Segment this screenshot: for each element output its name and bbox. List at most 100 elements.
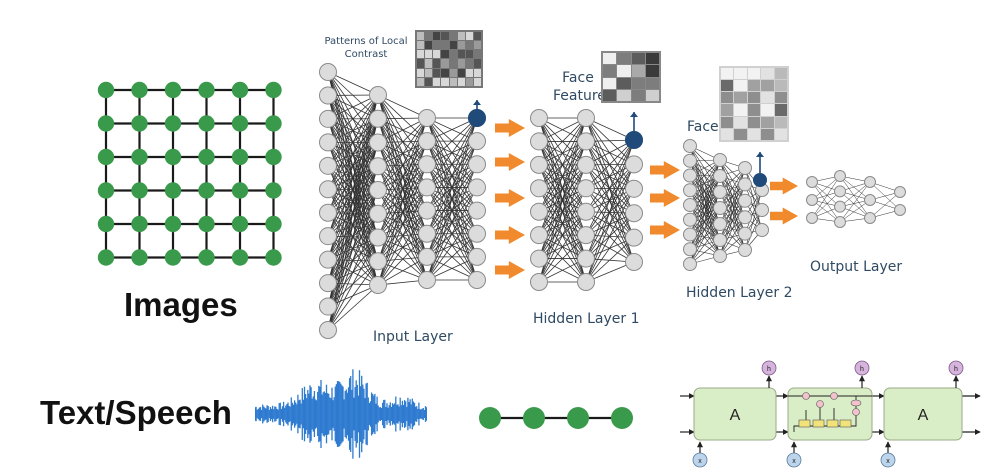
input-layer-label: Input Layer bbox=[373, 329, 453, 345]
pixel-node bbox=[231, 81, 249, 99]
neuron bbox=[319, 156, 337, 175]
neuron bbox=[625, 155, 643, 174]
neuron bbox=[713, 217, 727, 231]
orange-arrow-icon bbox=[495, 261, 525, 279]
neuron bbox=[319, 180, 337, 199]
pixel-node bbox=[164, 215, 182, 233]
pixel-node bbox=[231, 182, 249, 199]
neuron bbox=[713, 249, 727, 263]
text-speech-label: Text/Speech bbox=[40, 394, 232, 431]
neuron bbox=[713, 233, 727, 247]
patterns-thumbnail bbox=[415, 30, 483, 88]
rnn-input-node bbox=[786, 452, 802, 468]
neuron bbox=[530, 132, 548, 151]
neuron bbox=[683, 227, 697, 242]
neuron bbox=[530, 155, 548, 174]
pixel-node bbox=[231, 249, 249, 266]
pixel-node bbox=[97, 182, 115, 199]
orange-arrow-icon bbox=[495, 226, 525, 244]
neuron bbox=[834, 170, 846, 182]
neuron bbox=[683, 242, 697, 257]
pixel-node bbox=[131, 115, 148, 132]
neuron bbox=[806, 176, 818, 188]
neuron bbox=[468, 271, 486, 289]
sequence-node bbox=[523, 407, 545, 429]
neuron bbox=[468, 201, 486, 220]
orange-arrow-icon bbox=[650, 221, 680, 239]
neuron bbox=[683, 212, 697, 227]
orange-arrow-icon bbox=[770, 207, 798, 225]
neuron bbox=[319, 133, 337, 152]
neuron bbox=[625, 204, 643, 223]
pixel-node bbox=[97, 148, 115, 166]
pixel-node bbox=[97, 81, 115, 99]
neuron bbox=[319, 227, 337, 246]
sequence-node bbox=[567, 407, 589, 429]
neuron bbox=[738, 193, 752, 208]
svg-text:x: x bbox=[792, 458, 796, 465]
neuron bbox=[834, 185, 846, 198]
neuron bbox=[319, 321, 337, 339]
neuron bbox=[530, 109, 548, 127]
pixel-node bbox=[131, 182, 148, 199]
neuron bbox=[369, 157, 387, 176]
neuron bbox=[683, 257, 697, 271]
neuron bbox=[369, 228, 387, 247]
pixel-node bbox=[198, 115, 215, 132]
neuron bbox=[864, 176, 876, 188]
neuron bbox=[713, 185, 727, 199]
neuron bbox=[468, 247, 486, 266]
neuron bbox=[625, 179, 643, 198]
neuron bbox=[738, 243, 752, 257]
pixel-node bbox=[97, 115, 115, 132]
neuron bbox=[530, 202, 548, 221]
svg-text:h: h bbox=[954, 366, 958, 373]
rnn-cell bbox=[693, 387, 777, 441]
neuron bbox=[806, 194, 818, 206]
neuron bbox=[418, 201, 436, 220]
orange-arrow-icon bbox=[650, 189, 680, 207]
neuron bbox=[894, 186, 906, 198]
neuron bbox=[864, 212, 876, 224]
neuron bbox=[683, 168, 697, 183]
sequence-node bbox=[479, 407, 501, 429]
neuron bbox=[625, 228, 643, 247]
neuron bbox=[319, 274, 337, 293]
neuron bbox=[683, 153, 697, 168]
neuron bbox=[577, 249, 595, 268]
face-features-label: Face Features bbox=[553, 70, 614, 104]
neuron bbox=[755, 203, 769, 217]
feature-neuron bbox=[625, 131, 643, 149]
neuron bbox=[713, 153, 727, 167]
pixel-node bbox=[231, 115, 249, 132]
neuron bbox=[864, 194, 876, 206]
hidden-layer-2-label: Hidden Layer 2 bbox=[686, 285, 793, 301]
pixel-node bbox=[131, 81, 148, 99]
pixel-node bbox=[164, 249, 182, 266]
rnn-output-node bbox=[761, 360, 777, 376]
pixel-node bbox=[164, 81, 182, 99]
pixel-node bbox=[198, 148, 215, 166]
neuron bbox=[683, 198, 697, 212]
neuron bbox=[468, 132, 486, 151]
neuron bbox=[319, 297, 337, 316]
neuron bbox=[738, 161, 752, 175]
neuron bbox=[577, 109, 595, 127]
neuron bbox=[369, 181, 387, 199]
face-label: Face bbox=[687, 119, 719, 135]
pixel-node bbox=[97, 249, 115, 266]
pixel-node bbox=[164, 115, 182, 132]
neuron bbox=[468, 224, 486, 243]
pixel-node bbox=[131, 148, 148, 166]
svg-text:h: h bbox=[860, 366, 864, 373]
pixel-node bbox=[231, 215, 249, 233]
neuron bbox=[834, 216, 846, 228]
orange-arrow-icon bbox=[495, 189, 525, 207]
pixel-node bbox=[131, 215, 148, 233]
pixel-node bbox=[164, 182, 182, 199]
neuron bbox=[806, 212, 818, 224]
pixel-node bbox=[265, 81, 282, 99]
neuron bbox=[755, 223, 769, 237]
feature-neuron bbox=[753, 173, 767, 187]
svg-text:x: x bbox=[698, 458, 702, 465]
